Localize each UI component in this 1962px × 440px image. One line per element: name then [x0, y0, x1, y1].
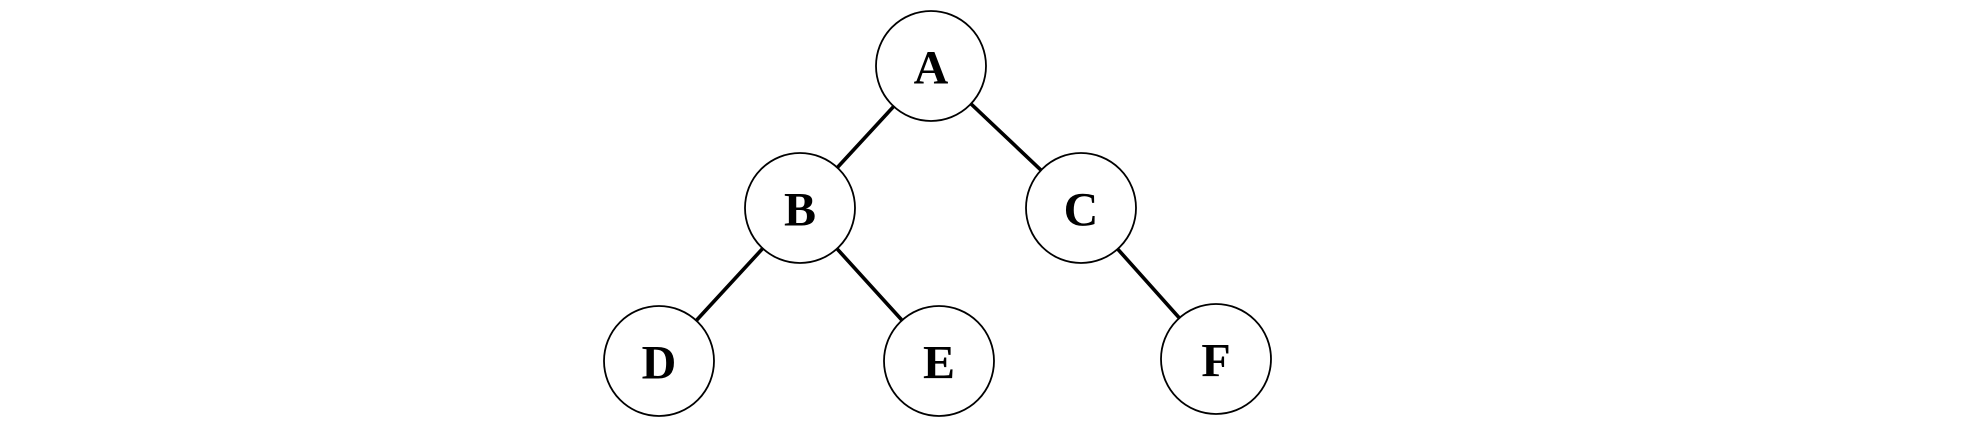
node-label-F: F — [1201, 334, 1230, 387]
node-label-E: E — [923, 336, 955, 389]
node-D: D — [603, 305, 715, 417]
node-label-C: C — [1064, 183, 1099, 236]
node-A: A — [875, 10, 987, 122]
node-label-D: D — [642, 336, 677, 389]
node-circle-A — [875, 10, 987, 122]
node-circle-E — [883, 305, 995, 417]
node-E: E — [883, 305, 995, 417]
node-circle-F — [1160, 303, 1272, 415]
node-circle-D — [603, 305, 715, 417]
node-label-A: A — [914, 41, 949, 94]
node-F: F — [1160, 303, 1272, 415]
nodes-layer: A B C D E F — [603, 10, 1272, 417]
node-circle-C — [1025, 152, 1137, 264]
node-B: B — [744, 152, 856, 264]
node-label-B: B — [784, 183, 816, 236]
node-C: C — [1025, 152, 1137, 264]
node-circle-B — [744, 152, 856, 264]
